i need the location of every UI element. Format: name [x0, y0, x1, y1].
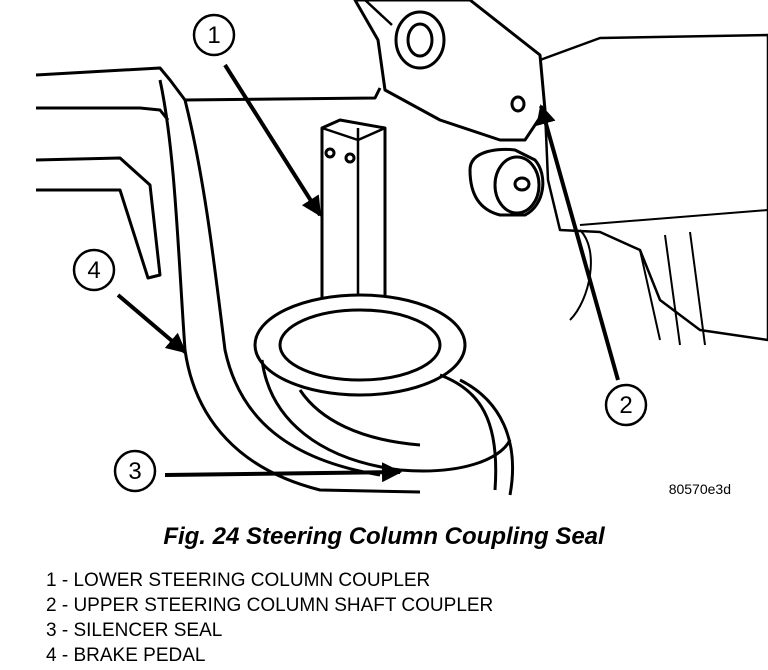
upper-shaft-coupler — [353, 0, 547, 142]
bolt-boss — [468, 147, 545, 217]
callout-1: 1 — [192, 13, 236, 57]
legend-item-3: 3 - SILENCER SEAL — [46, 620, 223, 641]
leader-arrow-4 — [116, 293, 187, 354]
leader-arrows — [116, 63, 620, 483]
callout-4-number: 4 — [87, 257, 100, 284]
legend-list: 1 - LOWER STEERING COLUMN COUPLER 2 - UP… — [46, 568, 493, 668]
housing-bracket — [538, 33, 768, 346]
legend-item-1: 1 - LOWER STEERING COLUMN COUPLER — [46, 570, 431, 591]
leader-arrow-3 — [164, 462, 402, 483]
legend-item-4: 4 - BRAKE PEDAL — [46, 645, 206, 666]
leader-arrow-1 — [223, 63, 322, 217]
callout-2: 2 — [604, 383, 648, 427]
silencer-seal — [253, 293, 515, 496]
callout-2-number: 2 — [619, 392, 632, 419]
leader-arrow-2 — [536, 104, 620, 381]
steering-column-illustration: 1 2 3 4 80570e3d — [35, 0, 768, 497]
callout-3-number: 3 — [128, 458, 141, 485]
figure-code: 80570e3d — [669, 481, 731, 497]
callout-4: 4 — [72, 248, 116, 292]
legend-item-2: 2 - UPPER STEERING COLUMN SHAFT COUPLER — [46, 595, 494, 616]
callout-3: 3 — [113, 449, 157, 493]
figure-caption: Fig. 24 Steering Column Coupling Seal — [163, 523, 605, 550]
callout-1-number: 1 — [207, 22, 220, 49]
